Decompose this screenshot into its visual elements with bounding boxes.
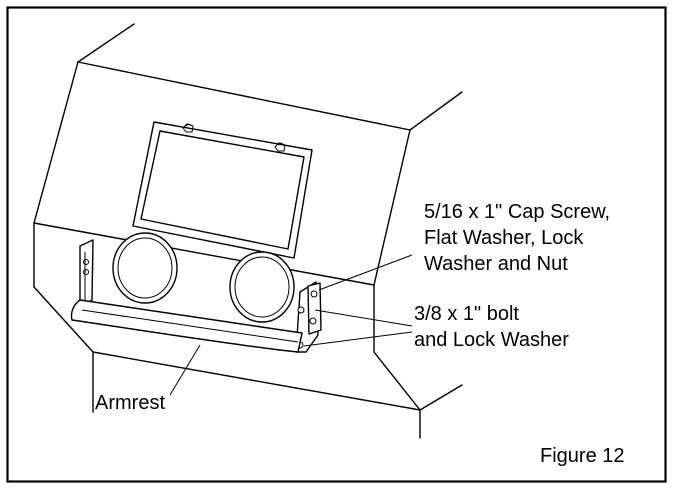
window-clamp-icon bbox=[274, 142, 286, 152]
bolt-icon bbox=[297, 306, 305, 314]
figure-caption: Figure 12 bbox=[540, 445, 625, 467]
leader-lines bbox=[169, 254, 413, 396]
window-clamp-icon bbox=[182, 123, 194, 133]
viewing-window bbox=[132, 121, 313, 259]
cap-screw-icon bbox=[309, 317, 317, 325]
cabinet-outline bbox=[33, 23, 463, 439]
armrest bbox=[70, 299, 303, 353]
figure-border bbox=[6, 6, 667, 483]
cap-screw-label: 5/16 x 1" Cap Screw, Flat Washer, Lock W… bbox=[424, 201, 616, 275]
left-armrest-bracket bbox=[79, 239, 94, 309]
right-glove-port bbox=[229, 251, 295, 323]
left-glove-port bbox=[112, 232, 178, 304]
bolt-label: 3/8 x 1" bolt and Lock Washer bbox=[414, 303, 569, 351]
armrest-label: Armrest bbox=[95, 392, 165, 414]
cap-screw-icon bbox=[310, 290, 318, 298]
